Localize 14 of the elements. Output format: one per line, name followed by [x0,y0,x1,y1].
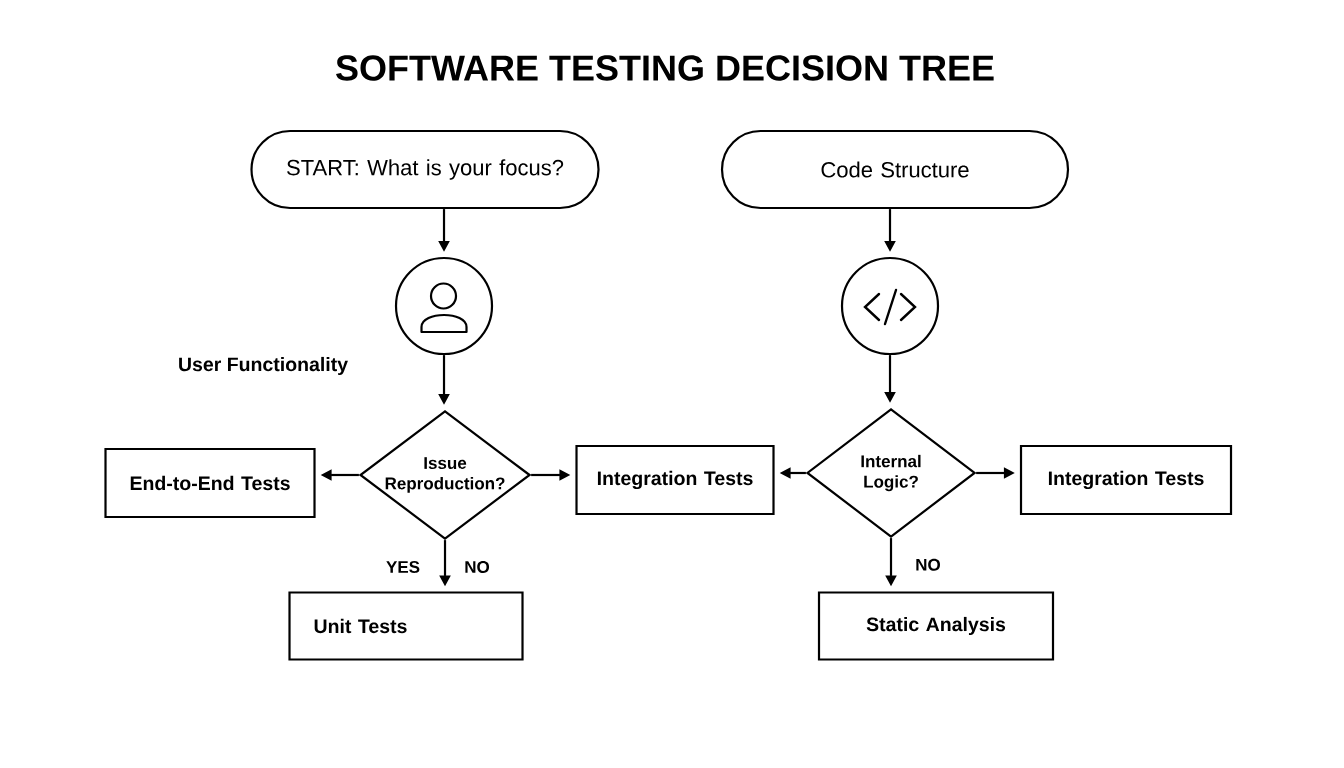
branch-label: YES [386,560,420,573]
rounded-box: START: What is your focus? [250,129,600,210]
process-box: Static Analysis [817,591,1055,661]
icon-circle [840,256,940,356]
process-box: Integration Tests [1019,444,1233,516]
process-box: End-to-End Tests [104,447,316,519]
process-box: Unit Tests [288,591,524,661]
edge-label: NO [913,556,943,573]
title: SOFTWARE TESTING DECISION TREE [336,55,994,81]
branch-label: User Functionality [179,356,348,376]
process-box: Integration Tests [575,444,775,516]
rounded-box: Code Structure [720,129,1070,210]
icon-circle [394,256,494,356]
branch-label: NO [465,560,490,573]
